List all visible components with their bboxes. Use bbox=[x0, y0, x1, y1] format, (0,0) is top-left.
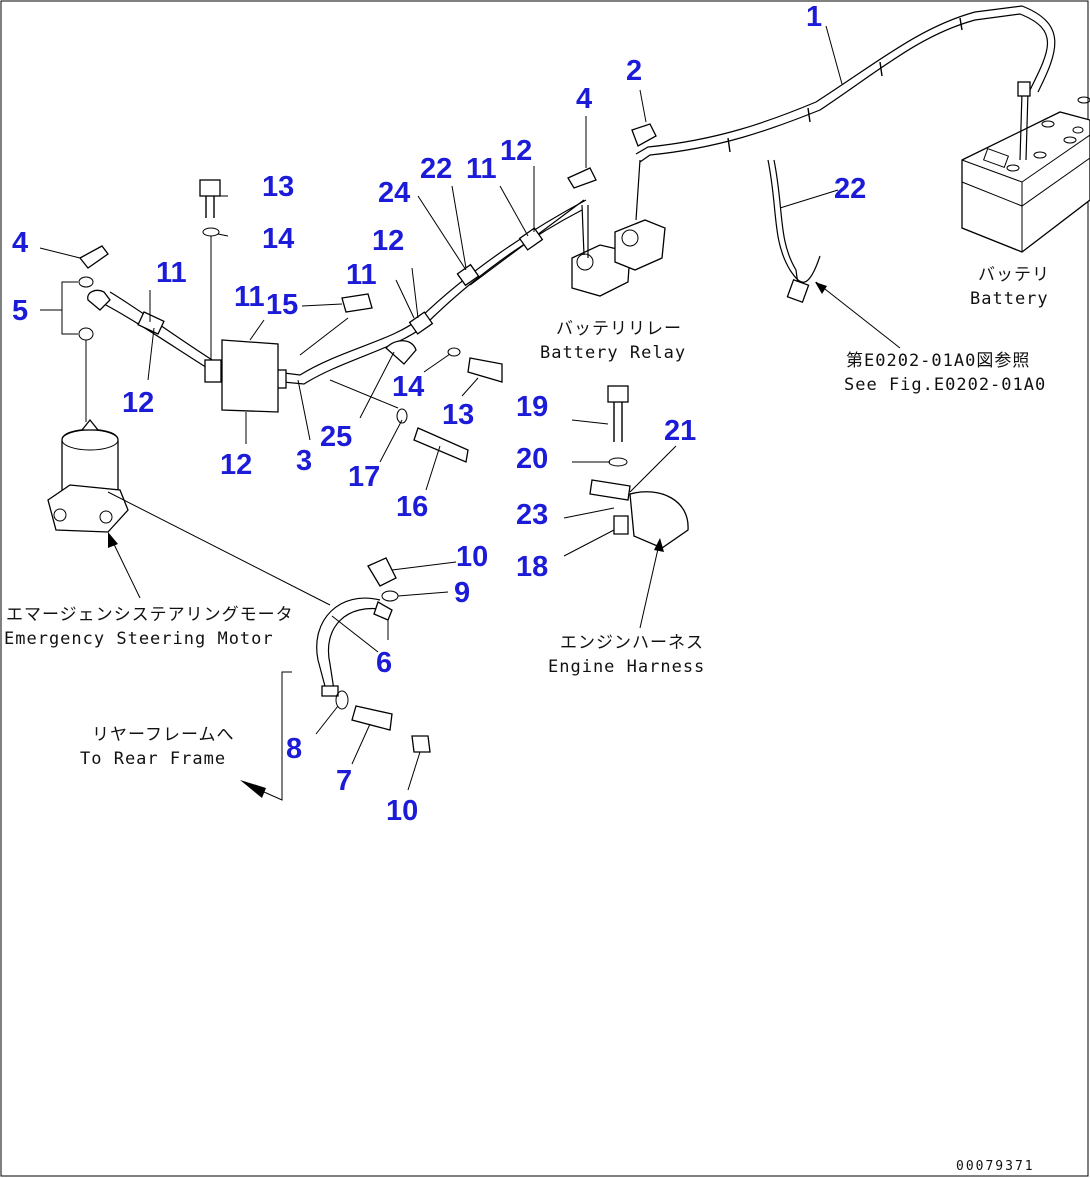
callout-12: 12 bbox=[372, 225, 404, 257]
callout-15: 15 bbox=[266, 289, 298, 321]
battery-relay-drawing bbox=[469, 199, 666, 297]
washer-5b bbox=[78, 327, 94, 341]
battery-relay-label-en: Battery Relay bbox=[540, 343, 686, 363]
fitting-part-10-upper bbox=[367, 557, 397, 587]
leader-lines bbox=[39, 25, 901, 801]
engine-harness-label-jp: エンジンハーネス bbox=[560, 633, 704, 653]
rear-frame-label-jp: リヤーフレームへ bbox=[92, 725, 234, 745]
callout-8: 8 bbox=[286, 733, 302, 765]
callout-12: 12 bbox=[220, 449, 252, 481]
callout-14: 14 bbox=[392, 371, 424, 403]
cap-part-2 bbox=[631, 123, 657, 147]
washer-8 bbox=[335, 690, 349, 710]
callout-5: 5 bbox=[12, 295, 28, 327]
callout-10: 10 bbox=[456, 541, 488, 573]
reference-label-en: See Fig.E0202-01A0 bbox=[844, 375, 1046, 395]
callout-13: 13 bbox=[442, 399, 474, 431]
callout-18: 18 bbox=[516, 551, 548, 583]
callout-6: 6 bbox=[376, 647, 392, 679]
callout-14: 14 bbox=[262, 223, 294, 255]
callout-20: 20 bbox=[516, 443, 548, 475]
component-labels: バッテリ Battery バッテリリレー Battery Relay 第E020… bbox=[4, 265, 1050, 1174]
callout-24: 24 bbox=[378, 177, 410, 209]
engine-harness-drawing bbox=[589, 385, 689, 549]
washer-17 bbox=[396, 408, 408, 424]
cap-part-4-left bbox=[79, 245, 109, 269]
washer-9 bbox=[381, 590, 399, 602]
bolt-16 bbox=[413, 427, 469, 463]
rear-frame-label-en: To Rear Frame bbox=[80, 749, 226, 769]
callout-23: 23 bbox=[516, 499, 548, 531]
callout-21: 21 bbox=[664, 415, 696, 447]
callout-25: 25 bbox=[320, 421, 352, 453]
callout-22: 22 bbox=[420, 153, 452, 185]
cable-6 bbox=[316, 597, 393, 697]
callout-19: 19 bbox=[516, 391, 548, 423]
battery-label-jp: バッテリ bbox=[978, 265, 1050, 285]
bolt-15 bbox=[341, 293, 373, 313]
reference-label-jp: 第E0202-01A0図参照 bbox=[846, 351, 1030, 371]
motor-label-jp: エマージェンシステアリングモータ bbox=[6, 605, 294, 625]
battery-relay-label-jp: バッテリリレー bbox=[556, 319, 682, 339]
callout-2: 2 bbox=[626, 55, 642, 87]
callout-11: 11 bbox=[466, 153, 497, 185]
callout-16: 16 bbox=[396, 491, 428, 523]
callout-9: 9 bbox=[454, 577, 470, 609]
callouts: 1 2 4 4 5 11 11 11 11 12 12 12 12 13 13 … bbox=[12, 1, 866, 827]
washer-5a bbox=[78, 276, 94, 288]
callout-3: 3 bbox=[296, 445, 312, 477]
callout-1: 1 bbox=[806, 1, 822, 33]
bolt-7 bbox=[351, 705, 393, 731]
emergency-steering-motor-drawing bbox=[47, 418, 331, 606]
callout-13: 13 bbox=[262, 171, 294, 203]
callout-4: 4 bbox=[12, 227, 28, 259]
bolt-13-upper bbox=[199, 179, 221, 360]
callout-7: 7 bbox=[336, 765, 352, 797]
motor-label-en: Emergency Steering Motor bbox=[4, 629, 274, 649]
callout-11: 11 bbox=[346, 259, 377, 291]
callout-17: 17 bbox=[348, 461, 380, 493]
callout-10: 10 bbox=[386, 795, 418, 827]
callout-4: 4 bbox=[576, 83, 592, 115]
drawing-code: 00079371 bbox=[956, 1159, 1035, 1174]
cap-part-4-upper bbox=[567, 167, 597, 189]
harness-22-wire bbox=[767, 159, 821, 283]
callout-11: 11 bbox=[234, 281, 265, 313]
washer-14-right bbox=[447, 347, 461, 357]
callout-12: 12 bbox=[122, 387, 154, 419]
callout-11: 11 bbox=[156, 257, 187, 289]
bolt-13-right bbox=[467, 357, 503, 383]
battery-drawing bbox=[961, 81, 1090, 253]
callout-12: 12 bbox=[500, 135, 532, 167]
fitting-part-10-lower bbox=[411, 735, 431, 753]
cable-1 bbox=[635, 5, 1056, 221]
battery-label-en: Battery bbox=[970, 289, 1049, 309]
callout-22: 22 bbox=[834, 173, 866, 205]
cable-3 bbox=[87, 199, 587, 413]
engine-harness-label-en: Engine Harness bbox=[548, 657, 705, 677]
